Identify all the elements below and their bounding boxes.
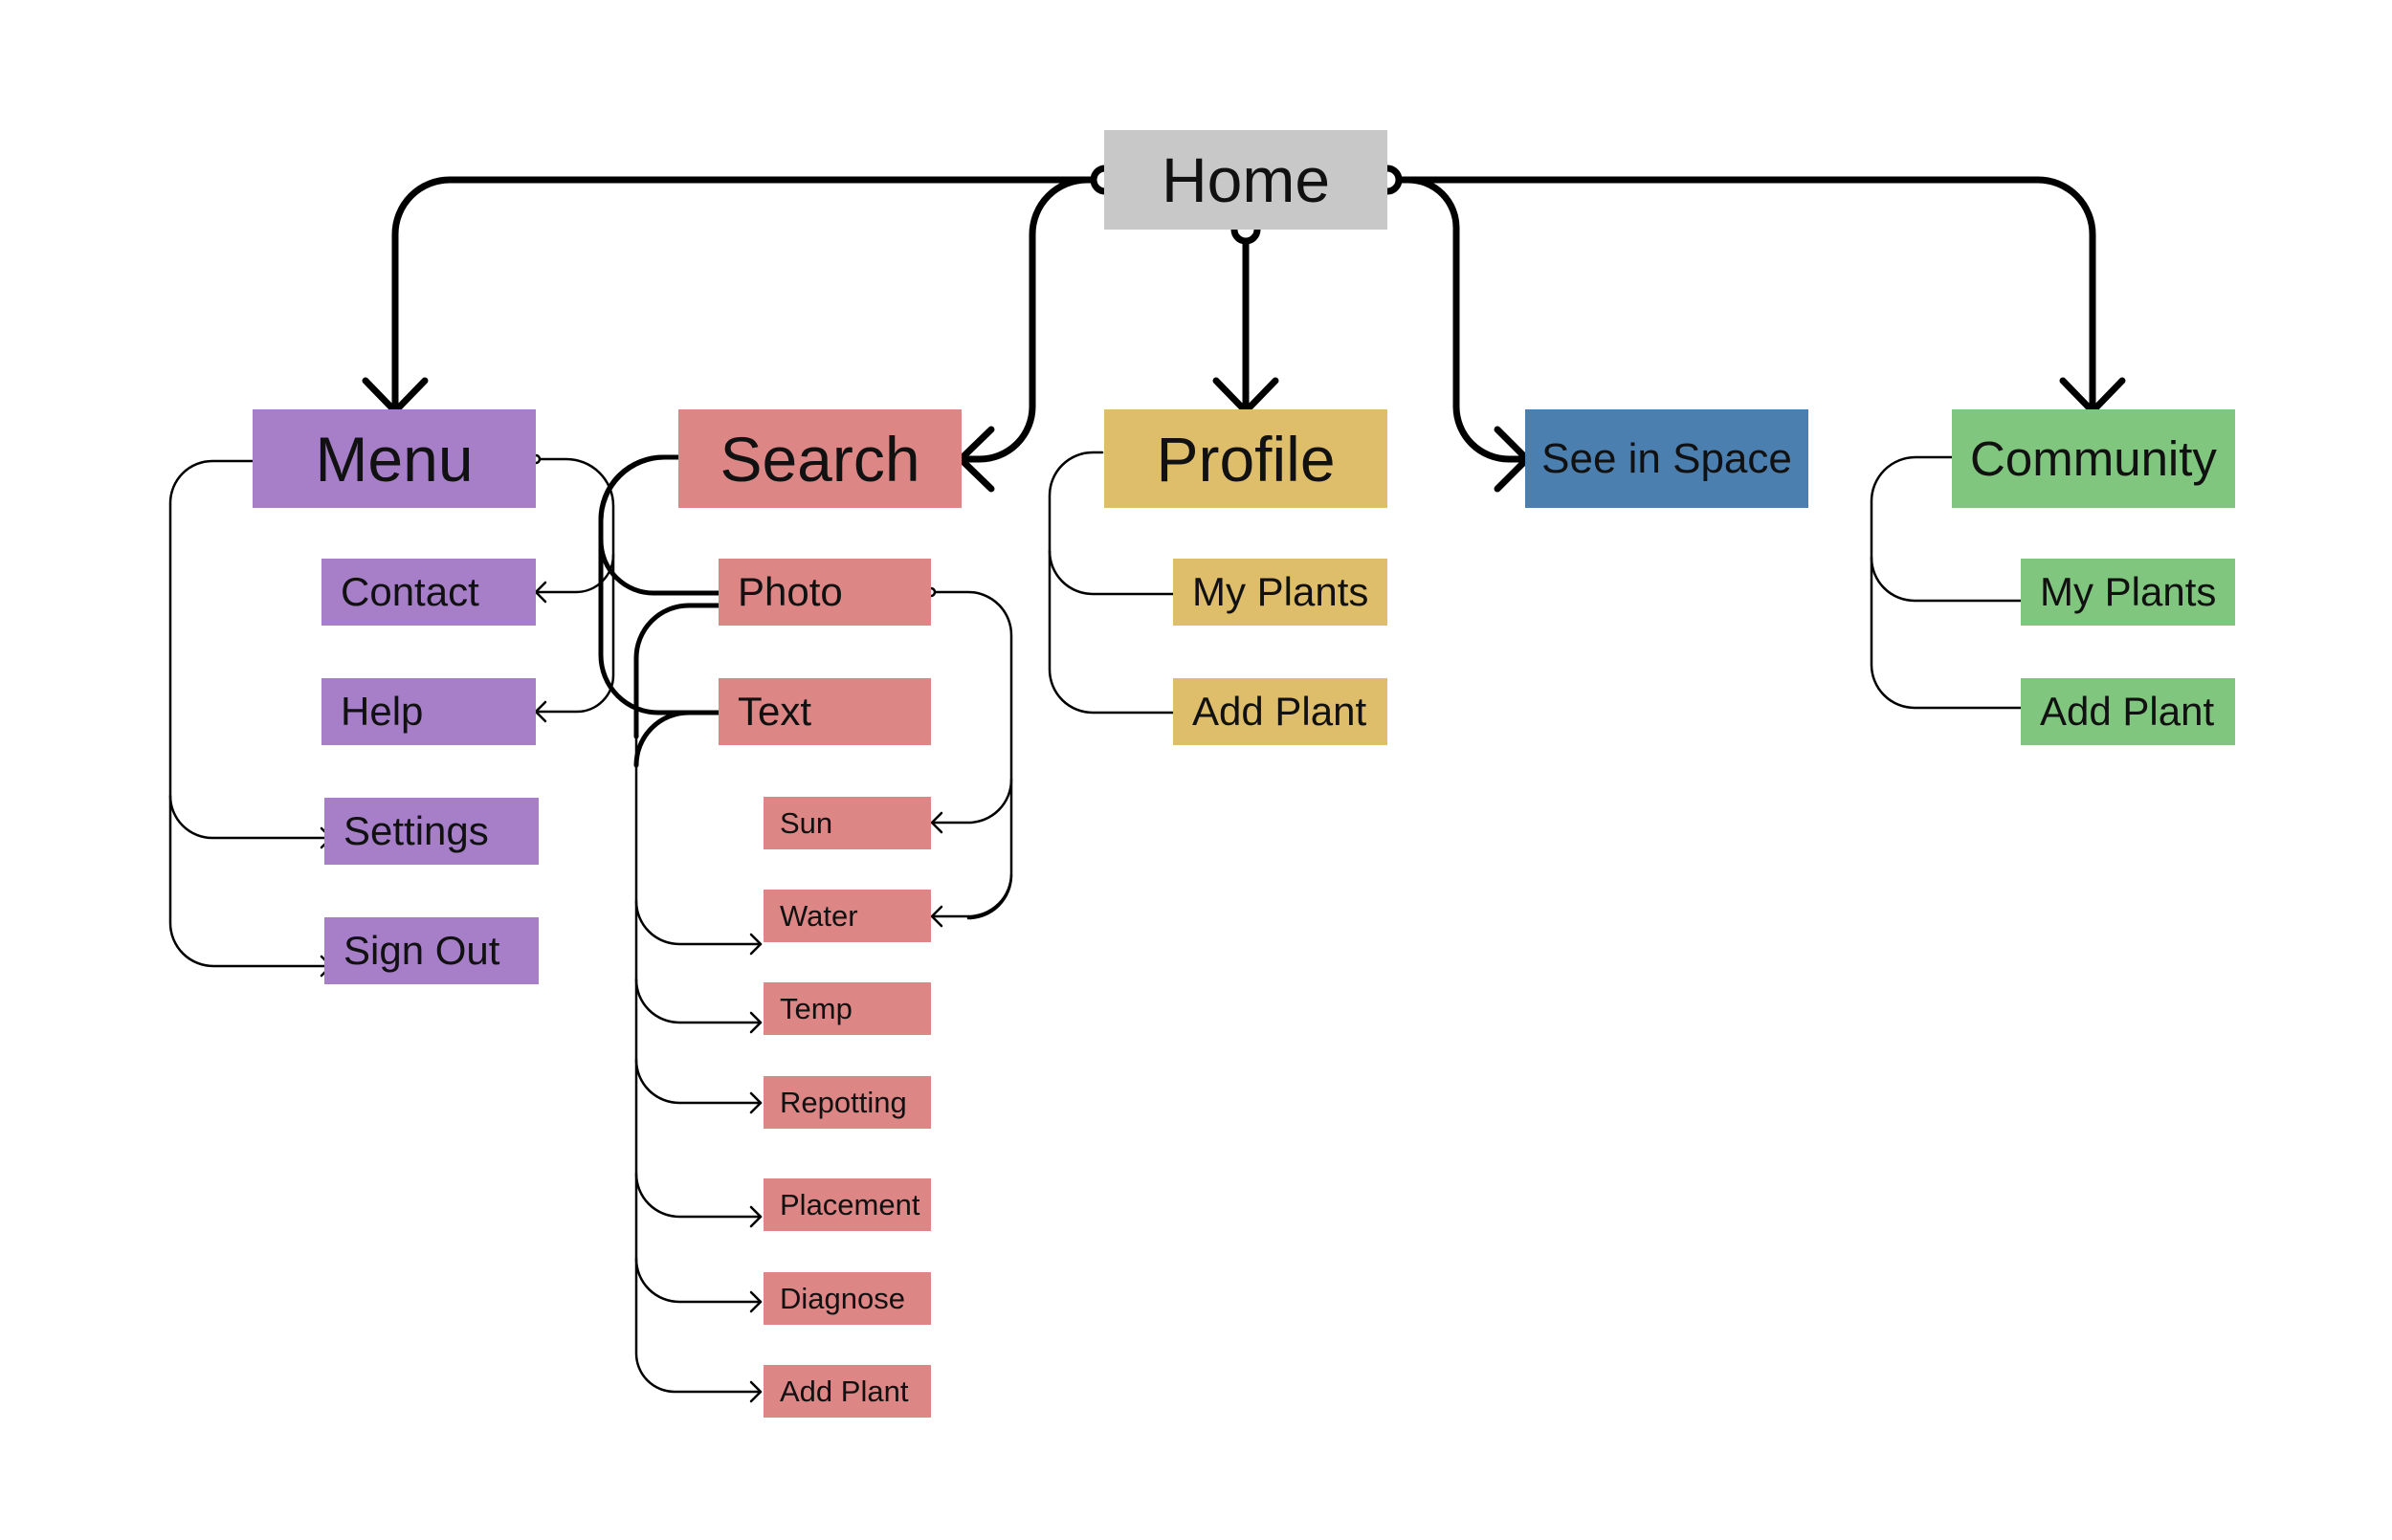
search-item-add-plant[interactable]: Add Plant: [764, 1365, 931, 1418]
search-item-placement-label: Placement: [780, 1187, 920, 1221]
search-text-label: Text: [738, 689, 812, 734]
connector-menu-contact-help: [534, 457, 615, 714]
connector-diagnose: [634, 1257, 763, 1304]
search-item-add-plant-label: Add Plant: [780, 1374, 909, 1408]
search-item-repotting[interactable]: Repotting: [764, 1076, 931, 1129]
community-label: Community: [1970, 431, 2217, 486]
connector-home-search: [961, 176, 1106, 463]
menu-item-sign-out-label: Sign Out: [343, 928, 500, 973]
search-item-repotting-label: Repotting: [780, 1085, 907, 1119]
profile-item-add-plant-label: Add Plant: [1192, 689, 1367, 734]
arrowhead-temp: [749, 1011, 763, 1034]
menu-label: Menu: [315, 423, 474, 495]
connector-photo-children: [633, 603, 763, 739]
connector-text-children: [633, 710, 722, 768]
arrowhead-repotting: [749, 1091, 763, 1114]
connector-photo-sun-water: [929, 590, 1013, 918]
connector-menu-settings: [168, 794, 332, 840]
search-item-diagnose[interactable]: Diagnose: [764, 1272, 931, 1325]
profile-node[interactable]: Profile: [1104, 409, 1387, 508]
search-item-sun[interactable]: Sun: [764, 797, 931, 849]
arrowhead-water-right: [930, 905, 943, 928]
connector-home-space: [1384, 176, 1527, 463]
search-item-temp[interactable]: Temp: [764, 982, 931, 1035]
search-photo-node[interactable]: Photo: [719, 559, 931, 626]
profile-item-add-plant[interactable]: Add Plant: [1173, 678, 1387, 745]
connector-menu-rail: [168, 459, 332, 968]
community-node[interactable]: Community: [1952, 409, 2235, 508]
arrowhead-help: [534, 700, 547, 723]
connector-profile-rail: [1048, 451, 1176, 715]
profile-label: Profile: [1156, 423, 1336, 495]
connector-temp: [634, 978, 763, 1024]
community-item-add-plant[interactable]: Add Plant: [2021, 678, 2235, 745]
connector-menu-contact: [534, 553, 615, 594]
arrowhead-water-left: [749, 933, 763, 956]
home-label: Home: [1161, 144, 1331, 215]
arrowhead-addplant-search: [749, 1380, 763, 1403]
connector-photo-water: [966, 873, 1013, 920]
see-in-space-label: See in Space: [1541, 434, 1792, 482]
menu-item-help-label: Help: [341, 689, 424, 734]
menu-node[interactable]: Menu: [253, 409, 536, 508]
profile-item-my-plants[interactable]: My Plants: [1173, 559, 1387, 626]
arrowhead-diagnose: [749, 1290, 763, 1313]
menu-item-settings[interactable]: Settings: [324, 798, 539, 865]
arrowhead-placement: [749, 1205, 763, 1228]
menu-item-help[interactable]: Help: [321, 678, 536, 745]
search-label: Search: [720, 423, 920, 495]
menu-item-settings-label: Settings: [343, 808, 489, 853]
profile-item-my-plants-label: My Plants: [1192, 569, 1369, 614]
search-item-temp-label: Temp: [780, 991, 853, 1025]
connector-search-rail: [634, 668, 763, 1394]
search-item-water[interactable]: Water: [764, 890, 931, 942]
search-item-placement[interactable]: Placement: [764, 1178, 931, 1231]
community-item-add-plant-label: Add Plant: [2040, 689, 2215, 734]
arrowhead-contact: [534, 581, 547, 604]
community-item-my-plants[interactable]: My Plants: [2021, 559, 2235, 626]
see-in-space-node[interactable]: See in Space: [1525, 409, 1808, 508]
connector-placement: [634, 1172, 763, 1219]
connector-search-text: [598, 454, 722, 715]
connector-repotting: [634, 1058, 763, 1105]
search-item-diagnose-label: Diagnose: [780, 1281, 905, 1315]
connector-home-community: [1384, 176, 2096, 413]
connector-community-myplants: [1870, 556, 2024, 603]
connector-home-menu: [391, 176, 1106, 413]
menu-item-contact-label: Contact: [341, 569, 479, 614]
search-text-node[interactable]: Text: [719, 678, 931, 745]
search-item-sun-label: Sun: [780, 805, 833, 840]
search-photo-label: Photo: [738, 569, 843, 614]
connector-community-rail: [1870, 455, 2024, 710]
arrowhead-sun: [930, 811, 943, 834]
connector-profile-myplants: [1048, 549, 1176, 596]
connector-photo-sun: [930, 778, 1013, 825]
menu-item-contact[interactable]: Contact: [321, 559, 536, 626]
connector-water: [634, 899, 763, 946]
menu-item-sign-out[interactable]: Sign Out: [324, 917, 539, 984]
search-node[interactable]: Search: [678, 409, 962, 508]
search-item-water-label: Water: [780, 898, 858, 933]
community-item-my-plants-label: My Plants: [2040, 569, 2217, 614]
home-node[interactable]: Home: [1104, 130, 1387, 230]
